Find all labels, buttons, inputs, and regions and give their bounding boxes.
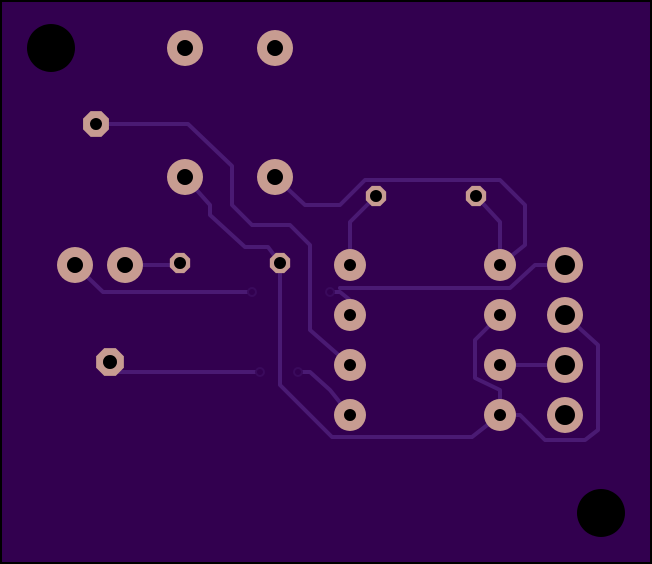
solder-pad bbox=[484, 249, 516, 281]
via-dot bbox=[255, 367, 265, 377]
solder-pad bbox=[547, 247, 583, 283]
via-pad bbox=[465, 185, 487, 207]
trace bbox=[183, 175, 282, 265]
pad-drill-hole bbox=[555, 355, 575, 375]
pad-drill-hole bbox=[177, 169, 193, 185]
pad-drill-hole bbox=[274, 257, 286, 269]
pad-drill-hole bbox=[267, 169, 283, 185]
mounting-holes bbox=[27, 24, 625, 537]
trace bbox=[473, 313, 502, 417]
solder-pad bbox=[167, 30, 203, 66]
pad-drill-hole bbox=[555, 255, 575, 275]
pad-drill-hole bbox=[344, 259, 356, 271]
solder-pad bbox=[547, 297, 583, 333]
solder-pad bbox=[547, 397, 583, 433]
pad-drill-hole bbox=[344, 409, 356, 421]
mounting-hole bbox=[27, 24, 75, 72]
pad-drill-hole bbox=[67, 257, 83, 273]
pad-drill-hole bbox=[494, 409, 506, 421]
pad-drill-hole bbox=[344, 359, 356, 371]
via-pad bbox=[169, 252, 191, 274]
pad-drill-hole bbox=[470, 190, 482, 202]
solder-pad bbox=[167, 159, 203, 195]
solder-pad bbox=[484, 299, 516, 331]
trace bbox=[296, 370, 352, 417]
pad-drill-hole bbox=[494, 309, 506, 321]
solder-pad bbox=[484, 399, 516, 431]
pad-drill-hole bbox=[370, 190, 382, 202]
via-dot bbox=[247, 287, 257, 297]
via-pad bbox=[365, 185, 387, 207]
mounting-hole bbox=[577, 489, 625, 537]
trace bbox=[278, 261, 502, 439]
small-vias bbox=[247, 287, 335, 377]
pad-drill-hole bbox=[344, 309, 356, 321]
solder-pad bbox=[96, 348, 124, 376]
pads-layer bbox=[57, 30, 583, 433]
solder-pad bbox=[484, 349, 516, 381]
trace bbox=[94, 122, 352, 367]
pad-drill-hole bbox=[494, 359, 506, 371]
pad-drill-hole bbox=[267, 40, 283, 56]
via-dot bbox=[293, 367, 303, 377]
trace bbox=[498, 313, 600, 442]
pad-drill-hole bbox=[103, 355, 117, 369]
pad-drill-hole bbox=[174, 257, 186, 269]
pad-drill-hole bbox=[177, 40, 193, 56]
solder-pad bbox=[257, 30, 293, 66]
solder-pad bbox=[334, 299, 366, 331]
solder-pad bbox=[334, 349, 366, 381]
solder-pad bbox=[257, 159, 293, 195]
via-pad bbox=[269, 252, 291, 274]
solder-pad bbox=[107, 247, 143, 283]
pad-drill-hole bbox=[555, 305, 575, 325]
pad-drill-hole bbox=[494, 259, 506, 271]
via-dot bbox=[325, 287, 335, 297]
pad-drill-hole bbox=[90, 118, 102, 130]
pad-drill-hole bbox=[555, 405, 575, 425]
pad-drill-hole bbox=[117, 257, 133, 273]
solder-pad bbox=[57, 247, 93, 283]
solder-pad bbox=[83, 111, 109, 137]
solder-pad bbox=[547, 347, 583, 383]
solder-pad bbox=[334, 249, 366, 281]
solder-pad bbox=[334, 399, 366, 431]
trace bbox=[273, 175, 527, 267]
